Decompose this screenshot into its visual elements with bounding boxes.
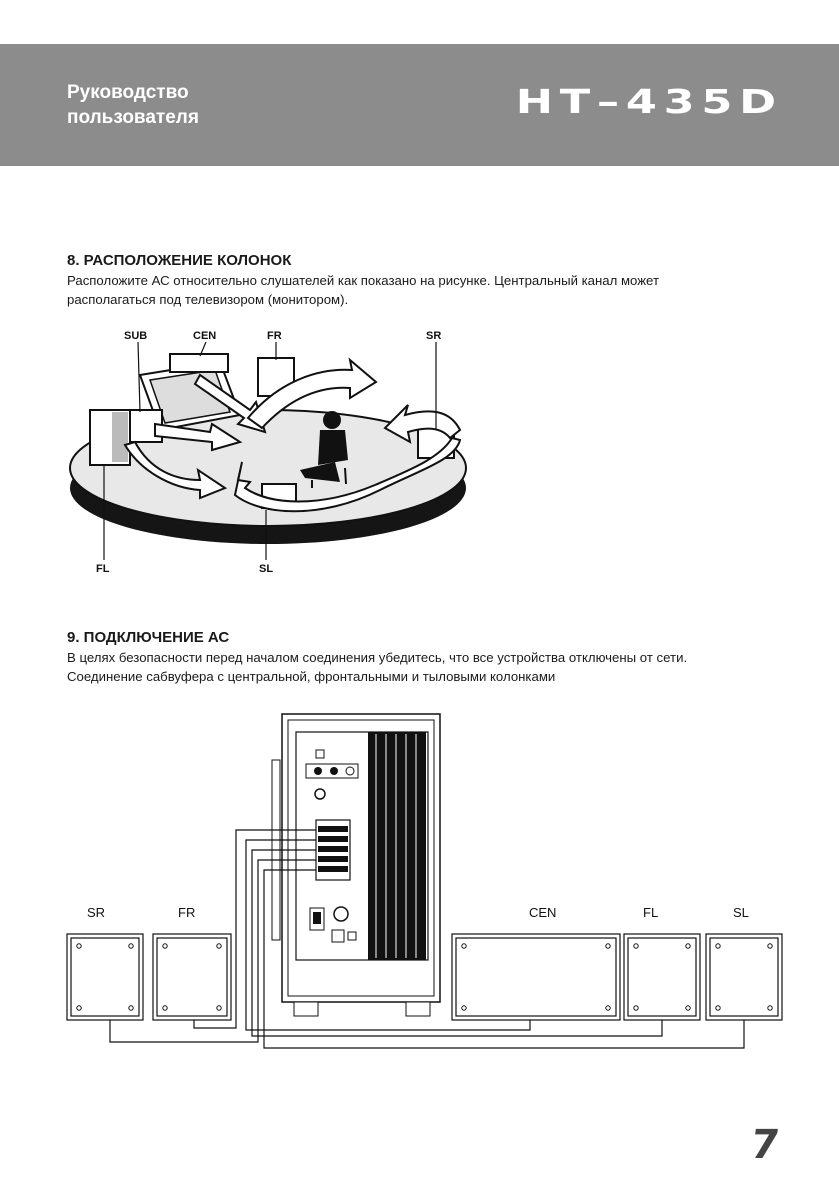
label-leaders [103,341,437,560]
speaker-terminal-block [315,819,351,881]
section9-text-line2: Соединение сабвуфера с центральной, фрон… [67,669,556,684]
section8-text-line1: Расположите АС относительно слушателей к… [67,273,659,288]
label-cen: CEN [193,330,216,342]
connection-wires [109,829,745,1049]
section9-text: В целях безопасности перед началом соеди… [67,648,787,686]
conn-label-cen: CEN [529,905,556,920]
speaker-box-cen [451,933,621,1021]
manual-title-line1: Руководство [67,82,189,103]
speaker-screws [76,943,773,1011]
label-sl: SL [259,563,273,575]
page-number: 7 [747,1122,783,1168]
conn-label-sr: SR [87,905,105,920]
conn-label-sl: SL [733,905,749,920]
label-sr: SR [426,330,441,342]
conn-label-fl: FL [643,905,658,920]
label-fr: FR [267,330,282,342]
label-fl: FL [96,563,110,575]
section8-text-line2: располагаться под телевизором (монитором… [67,292,349,307]
listener-figure [300,411,348,488]
section9-text-line1: В целях безопасности перед началом соеди… [67,650,688,665]
speaker-placement-diagram: SUB CEN FR SR FL SL [69,330,467,575]
manual-title-line2: пользователя [67,107,199,128]
sound-arrows [123,357,462,513]
header-banner [0,44,839,166]
manual-title: Руководство пользователя [67,80,327,130]
model-name: HT–435D [515,82,783,121]
label-sub: SUB [124,330,147,342]
center-speaker [169,353,229,373]
power-controls [309,906,357,943]
section9-heading: 9. ПОДКЛЮЧЕНИЕ АС [67,629,230,646]
section8-text: Расположите АС относительно слушателей к… [67,271,787,309]
front-left-speaker [89,409,131,466]
conn-label-fr: FR [178,905,195,920]
speaker-connection-diagram: SR FR CEN FL SL [66,713,783,1049]
section8-heading: 8. РАСПОЛОЖЕНИЕ КОЛОНОК [67,252,292,269]
